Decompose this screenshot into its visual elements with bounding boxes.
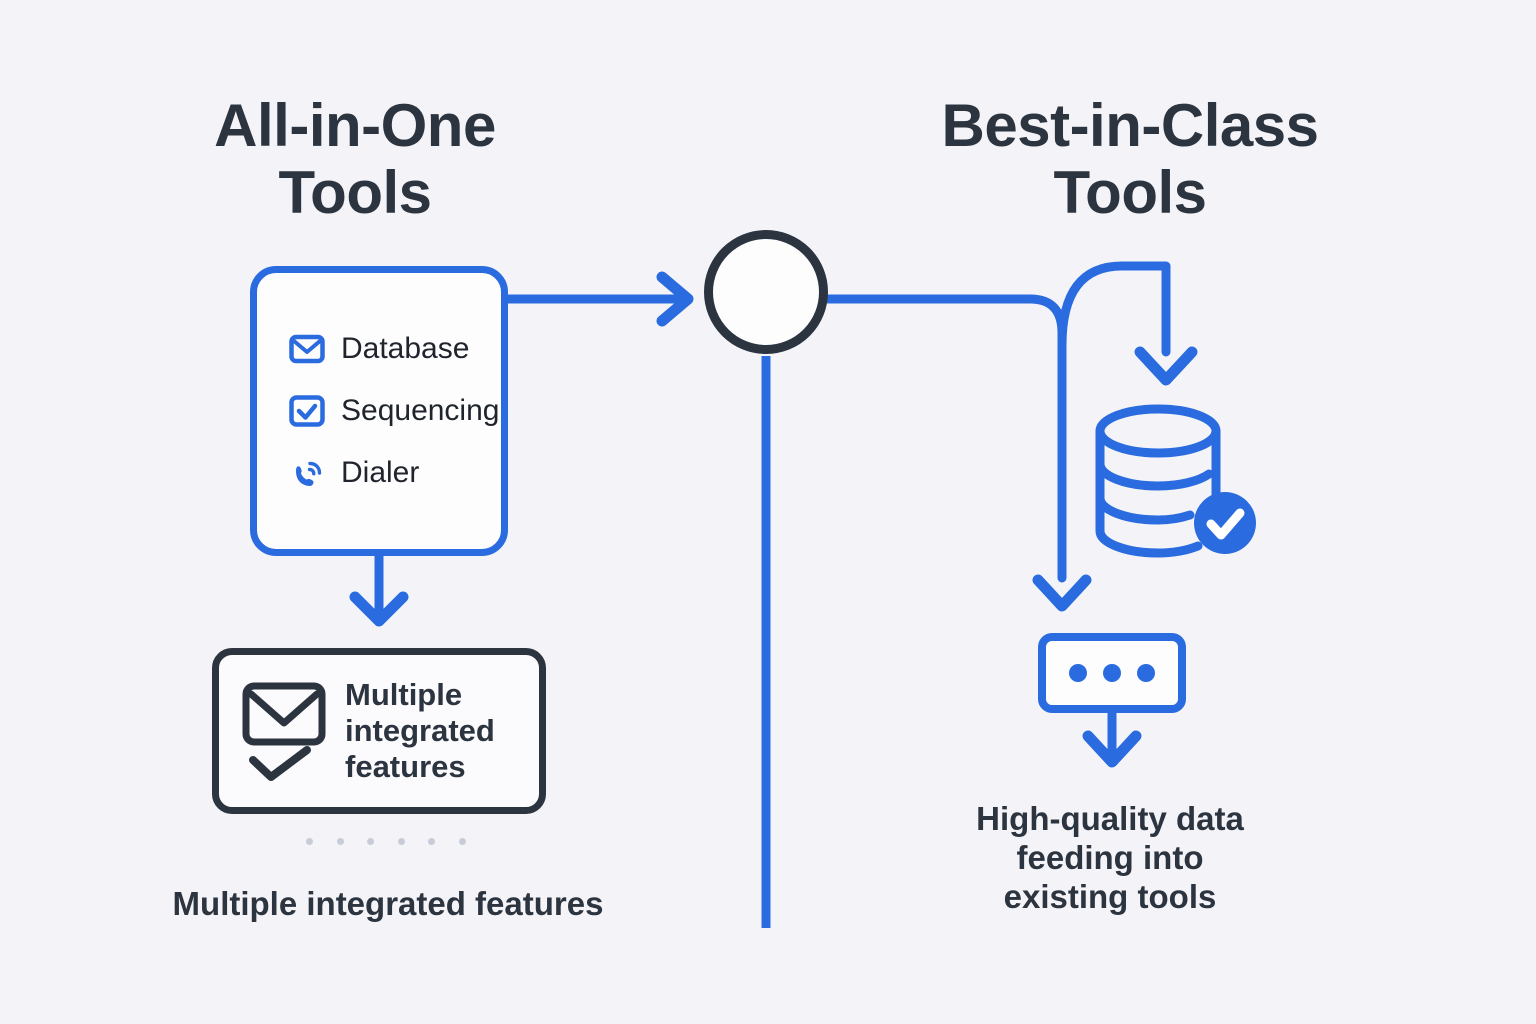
caption-left: Multiple integrated features (172, 885, 604, 922)
strip-dot (397, 838, 405, 845)
branch-to-database-arrow (1057, 261, 1198, 386)
feature-item-dialer[interactable]: Dialer (289, 455, 501, 491)
strip-dot (458, 838, 466, 845)
strip-dot (336, 838, 344, 845)
summary-card-text: Multiple integrated features (345, 677, 495, 784)
card-to-summary-arrow (349, 556, 409, 627)
feature-label-database: Database (341, 332, 470, 365)
envelope-icon (289, 331, 325, 367)
dots-box-to-caption-arrow (1082, 713, 1142, 768)
hub-node[interactable] (704, 230, 828, 354)
heading-best-in-class: Best-in-Class Tools (941, 92, 1319, 227)
feature-item-sequencing[interactable]: Sequencing (289, 393, 501, 429)
dots-box[interactable] (1038, 633, 1186, 713)
caption-right: High-quality data feeding into existing … (976, 800, 1244, 915)
feature-label-dialer: Dialer (341, 456, 420, 489)
hub-to-right-branch (823, 294, 1067, 583)
dots-strip (306, 838, 466, 845)
phone-dialer-icon (289, 455, 325, 491)
envelope-check-icon (241, 678, 327, 784)
checkbox-icon (289, 393, 325, 429)
feature-item-database[interactable]: Database (289, 331, 501, 367)
summary-card[interactable]: Multiple integrated features (212, 648, 546, 814)
strip-dot (306, 838, 313, 845)
features-card[interactable]: Database Sequencing Dialer (250, 266, 508, 556)
card-to-hub-arrow (508, 271, 694, 327)
box-dot (1069, 664, 1087, 682)
strip-dot (428, 838, 436, 845)
branch-to-dots-box-arrow (1032, 574, 1092, 612)
box-dot (1137, 664, 1155, 682)
database-check-icon (1088, 398, 1264, 566)
feature-label-sequencing: Sequencing (341, 394, 500, 427)
strip-dot (367, 838, 375, 845)
heading-all-in-one: All-in-One Tools (214, 92, 496, 227)
box-dot (1103, 664, 1121, 682)
